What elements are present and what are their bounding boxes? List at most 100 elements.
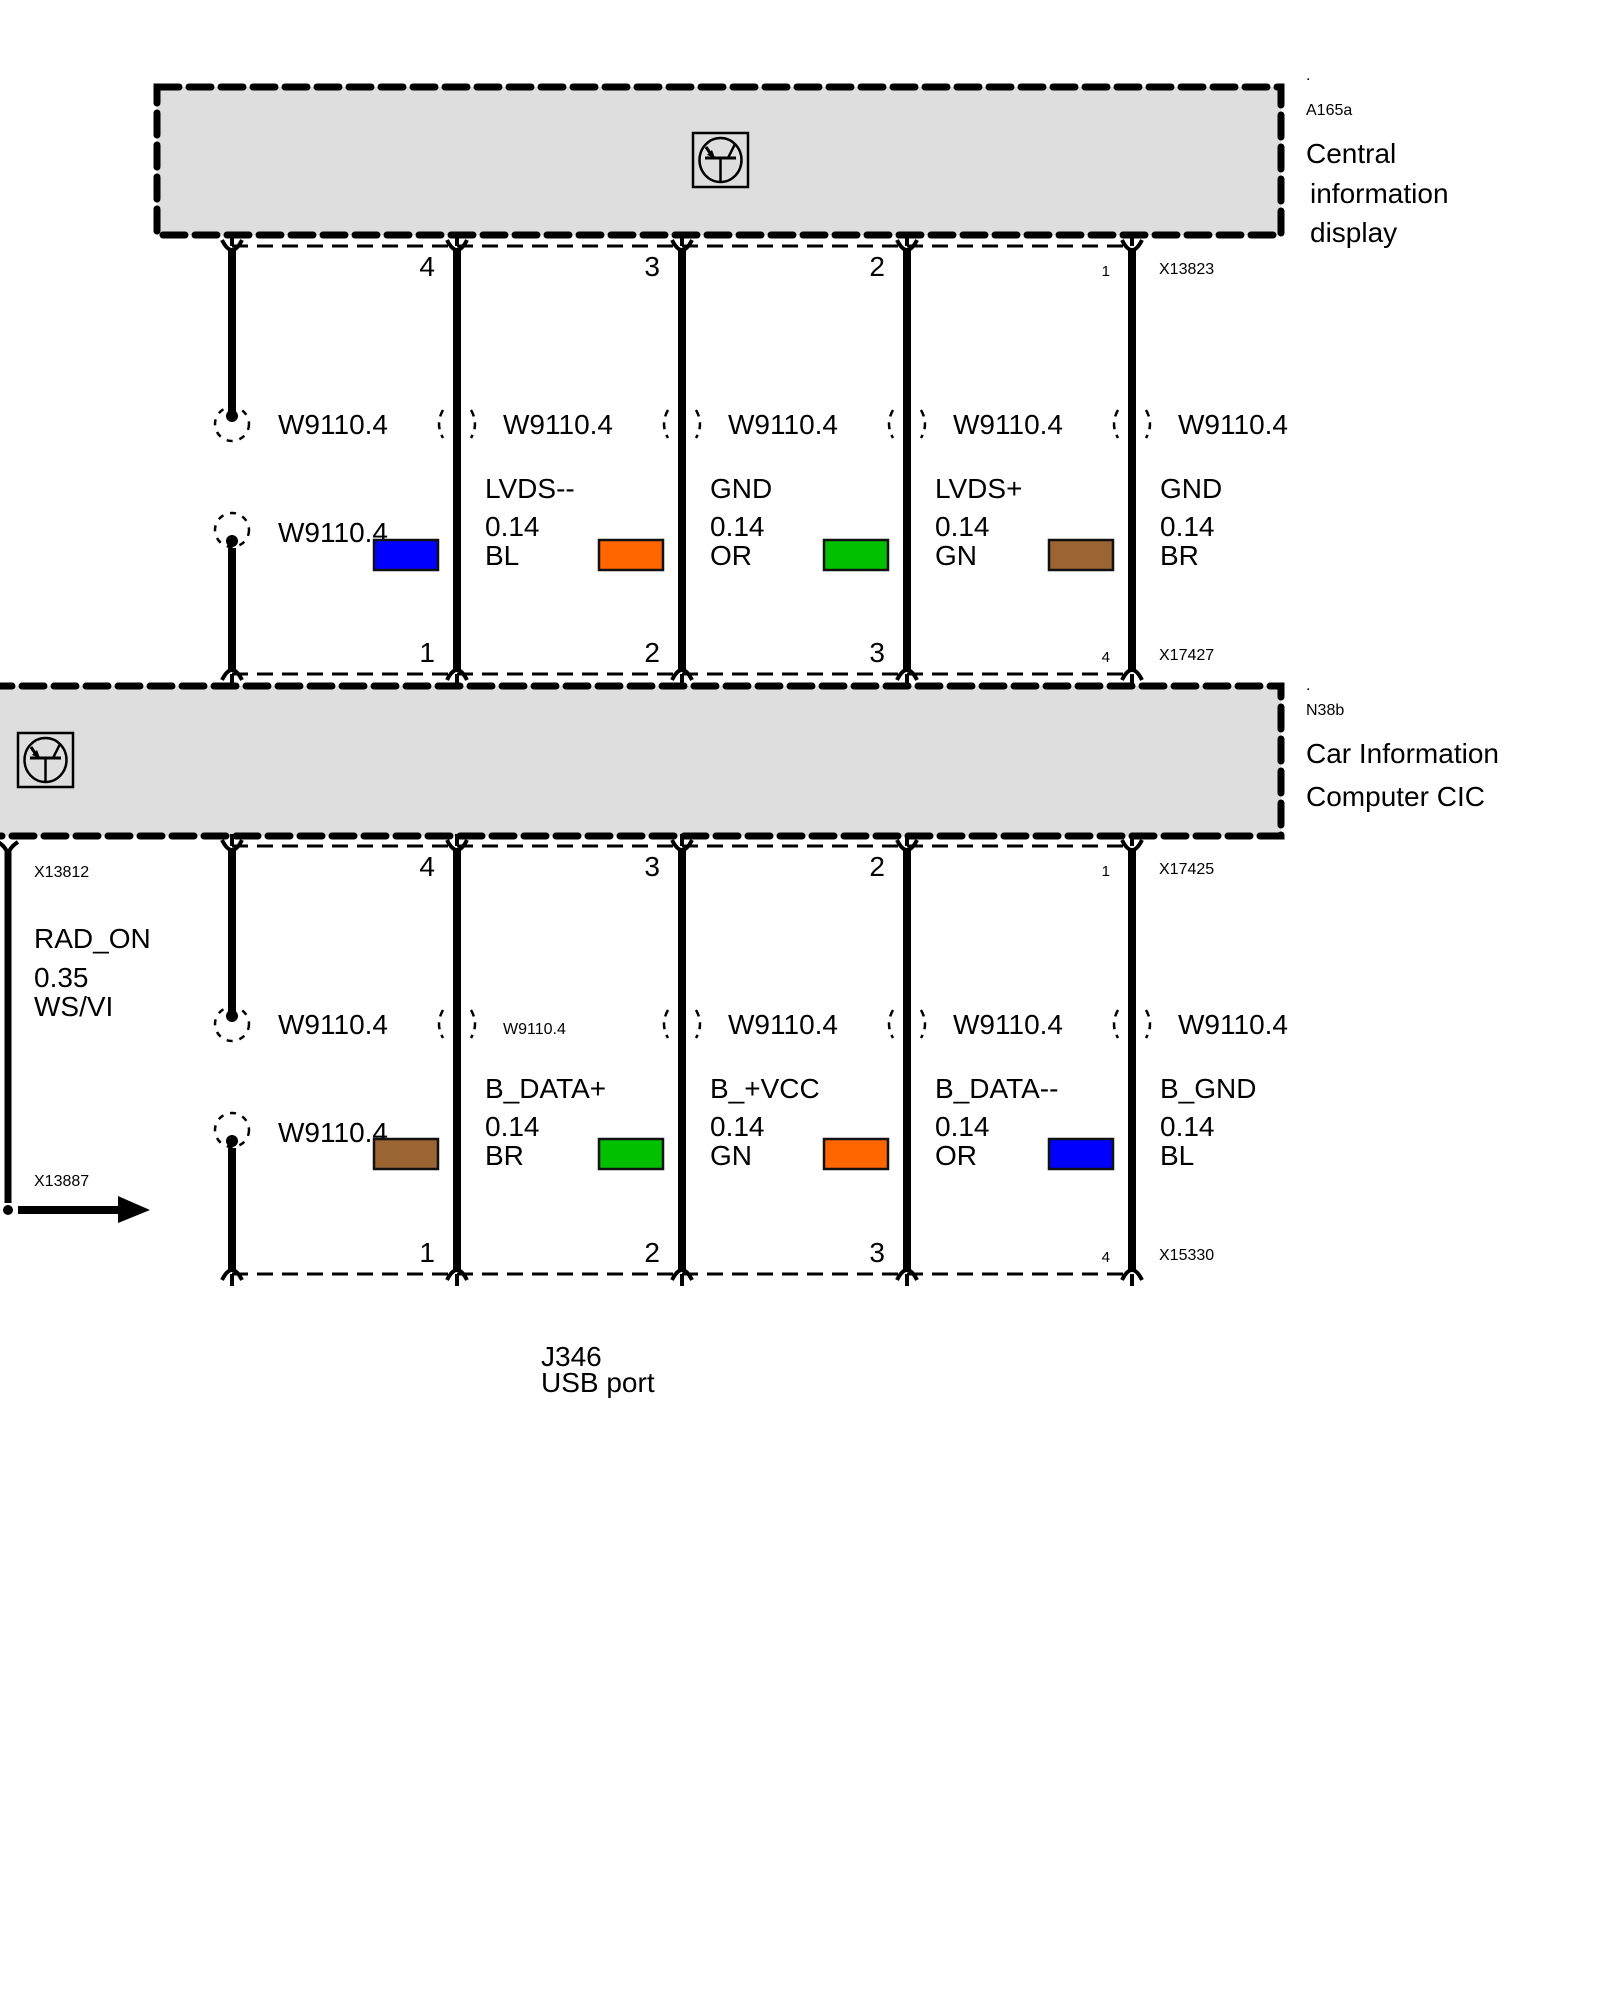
wire-color-swatch <box>1047 538 1115 572</box>
splice-icon <box>213 405 251 443</box>
wire-color-code: BR <box>485 1140 524 1171</box>
pin-number-bottom: 2 <box>644 637 660 668</box>
wire-1[interactable] <box>437 234 477 686</box>
wire-2[interactable] <box>662 834 702 1286</box>
car-information-computer-box[interactable] <box>0 682 1285 840</box>
splice-label: W9110.4 <box>953 409 1063 440</box>
central-information-display-box[interactable] <box>153 83 1285 239</box>
splice-icon <box>437 409 445 439</box>
wire-color-swatch <box>1047 1137 1115 1171</box>
wire-size: 0.14 <box>1160 511 1215 542</box>
cic-name-line-1: Car Information <box>1306 738 1499 769</box>
pin-number-top: 2 <box>869 851 885 882</box>
pin-number-bottom: 1 <box>419 1237 435 1268</box>
display-name-line-1: Central <box>1306 138 1396 169</box>
rad-on-size: 0.35 <box>34 962 89 993</box>
splice-label: W9110.4 <box>728 409 838 440</box>
splice-icon <box>1112 1009 1120 1039</box>
splice-icon <box>887 1009 895 1039</box>
splice-label: W9110.4 <box>1178 1009 1288 1040</box>
shield-wire[interactable] <box>213 834 251 1286</box>
wire-color-swatch <box>822 1137 890 1171</box>
rad-on-signal: RAD_ON <box>34 923 151 954</box>
component-dot: . <box>1306 67 1310 84</box>
wire-size: 0.14 <box>1160 1111 1215 1142</box>
wire-color-code: BR <box>1160 540 1199 571</box>
component-id-a165a: A165a <box>1306 102 1352 119</box>
wire-2[interactable] <box>662 234 702 686</box>
splice-label: W9110.4 <box>278 1117 388 1148</box>
wire-color-swatch <box>372 1137 440 1171</box>
rad-on-wire[interactable] <box>0 840 150 1223</box>
pin-number-bottom: 4 <box>1102 1249 1110 1266</box>
splice-label: W9110.4 <box>278 517 388 548</box>
wire-signal-name: B_GND <box>1160 1073 1256 1104</box>
splice-label: W9110.4 <box>503 1021 566 1038</box>
pin-number-bottom: 4 <box>1102 649 1110 666</box>
wire-3[interactable] <box>887 234 927 686</box>
pin-number-top: 4 <box>419 851 435 882</box>
splice-label: W9110.4 <box>1178 409 1288 440</box>
pin-number-top: 3 <box>644 851 660 882</box>
wire-signal-name: B_+VCC <box>710 1073 820 1104</box>
pin-number-top: 3 <box>644 251 660 282</box>
connector-id-bottom: X15330 <box>1159 1247 1214 1264</box>
pin-number-bottom: 2 <box>644 1237 660 1268</box>
connector-id-top: X17425 <box>1159 861 1214 878</box>
wire-color-code: OR <box>935 1140 977 1171</box>
wire-3[interactable] <box>887 834 927 1286</box>
splice-label: W9110.4 <box>278 409 388 440</box>
cic-name-line-2: Computer CIC <box>1306 781 1485 812</box>
wire-size: 0.14 <box>485 1111 540 1142</box>
pin-number-top: 4 <box>419 251 435 282</box>
wire-signal-name: LVDS+ <box>935 473 1022 504</box>
component-id-n38b: N38b <box>1306 702 1344 719</box>
wire-color-code: GN <box>935 540 977 571</box>
splice-icon <box>662 409 670 439</box>
wire-signal-name: B_DATA-- <box>935 1073 1058 1104</box>
connector-id-top: X13823 <box>1159 261 1214 278</box>
wire-size: 0.14 <box>935 1111 990 1142</box>
wire-size: 0.14 <box>710 511 765 542</box>
connector-x13887: X13887 <box>34 1173 89 1190</box>
pin-number-bottom: 1 <box>419 637 435 668</box>
arrow-right-icon <box>118 1196 150 1223</box>
wire-1[interactable] <box>437 834 477 1286</box>
pin-number-top: 1 <box>1102 863 1110 880</box>
shield-wire[interactable] <box>213 234 251 686</box>
wire-color-swatch <box>372 538 440 572</box>
wire-color-swatch <box>597 1137 665 1171</box>
wire-4[interactable] <box>1112 234 1152 686</box>
wire-color-code: OR <box>710 540 752 571</box>
pin-number-bottom: 3 <box>869 637 885 668</box>
component-dot: . <box>1306 677 1310 694</box>
display-name-line-3: display <box>1310 217 1397 248</box>
component-id-j346: J346 <box>541 1341 602 1372</box>
wire-color-code: BL <box>1160 1140 1194 1171</box>
splice-label: W9110.4 <box>503 409 613 440</box>
wire-color-swatch <box>597 538 665 572</box>
wire-signal-name: B_DATA+ <box>485 1073 606 1104</box>
connector-x13812: X13812 <box>34 864 89 881</box>
splice-label: W9110.4 <box>278 1009 388 1040</box>
wire-signal-name: GND <box>1160 473 1222 504</box>
usb-port-name: USB port <box>541 1367 655 1398</box>
pin-number-top: 1 <box>1102 263 1110 280</box>
splice-icon <box>1112 409 1120 439</box>
wire-size: 0.14 <box>710 1111 765 1142</box>
wire-signal-name: GND <box>710 473 772 504</box>
splice-icon <box>887 409 895 439</box>
splice-label: W9110.4 <box>953 1009 1063 1040</box>
wire-size: 0.14 <box>485 511 540 542</box>
splice-icon <box>437 1009 445 1039</box>
splice-icon <box>662 1009 670 1039</box>
wire-4[interactable] <box>1112 834 1152 1286</box>
pin-number-top: 2 <box>869 251 885 282</box>
connector-id-bottom: X17427 <box>1159 647 1214 664</box>
wire-color-code: GN <box>710 1140 752 1171</box>
rad-on-color: WS/VI <box>34 991 113 1022</box>
wire-size: 0.14 <box>935 511 990 542</box>
